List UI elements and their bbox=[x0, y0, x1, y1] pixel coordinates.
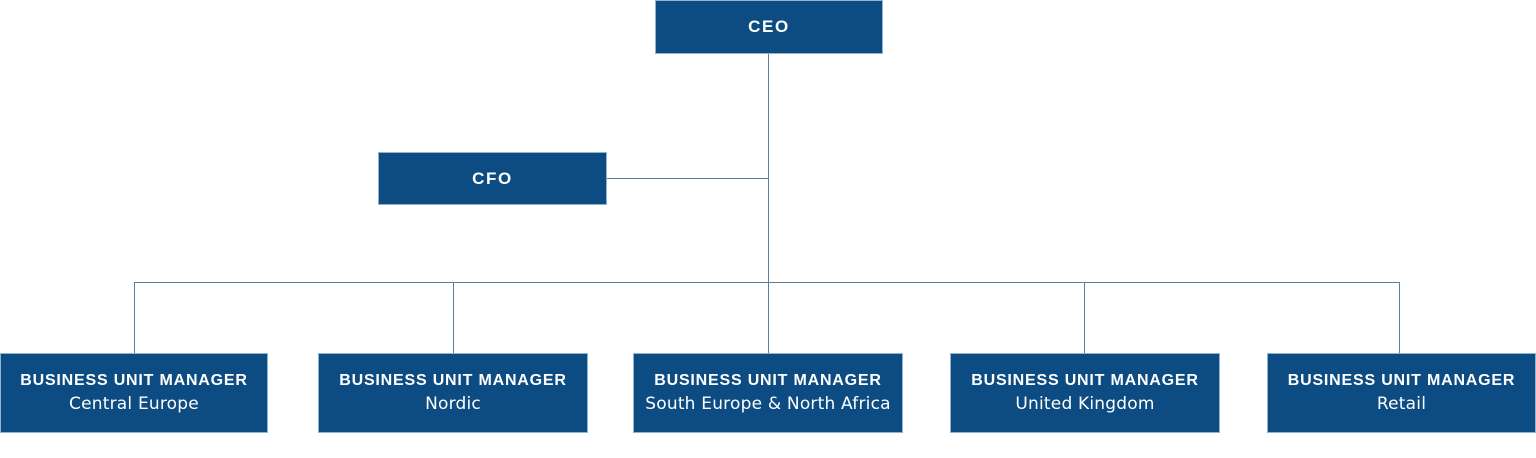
node-title: BUSINESS UNIT MANAGER bbox=[20, 372, 248, 390]
node-subtitle: Central Europe bbox=[69, 393, 199, 414]
node-subtitle: South Europe & North Africa bbox=[645, 393, 891, 414]
node-subtitle: Nordic bbox=[425, 393, 481, 414]
connector-drop-nordic bbox=[453, 282, 454, 353]
connector-drop-retail bbox=[1399, 282, 1400, 353]
org-node-bum-south-europe-north-africa: BUSINESS UNIT MANAGER South Europe & Nor… bbox=[633, 353, 903, 433]
org-node-bum-united-kingdom: BUSINESS UNIT MANAGER United Kingdom bbox=[950, 353, 1220, 433]
org-node-cfo: CFO bbox=[378, 152, 607, 205]
org-node-ceo: CEO bbox=[655, 0, 883, 54]
connector-cfo-horizontal bbox=[607, 178, 768, 179]
org-node-bum-central-europe: BUSINESS UNIT MANAGER Central Europe bbox=[0, 353, 268, 433]
connector-ceo-vertical bbox=[768, 54, 769, 353]
connector-drop-central-europe bbox=[134, 282, 135, 353]
node-title-cfo: CFO bbox=[472, 168, 513, 188]
connector-row-rail bbox=[134, 282, 1400, 283]
node-title: BUSINESS UNIT MANAGER bbox=[339, 372, 567, 390]
node-subtitle: United Kingdom bbox=[1015, 393, 1155, 414]
node-title: BUSINESS UNIT MANAGER bbox=[971, 372, 1199, 390]
node-subtitle: Retail bbox=[1376, 393, 1427, 414]
connector-drop-united-kingdom bbox=[1084, 282, 1085, 353]
node-title: BUSINESS UNIT MANAGER bbox=[654, 372, 882, 390]
org-node-bum-retail: BUSINESS UNIT MANAGER Retail bbox=[1267, 353, 1536, 433]
node-title-ceo: CEO bbox=[748, 17, 790, 37]
node-title: BUSINESS UNIT MANAGER bbox=[1287, 372, 1516, 390]
org-node-bum-nordic: BUSINESS UNIT MANAGER Nordic bbox=[318, 353, 588, 433]
